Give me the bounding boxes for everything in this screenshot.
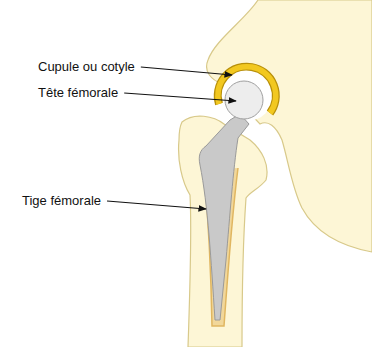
femoral-stem	[199, 114, 249, 320]
leader-arrow	[107, 201, 206, 209]
part-label: Cupule ou cotyle	[38, 59, 135, 75]
leader-arrow	[124, 93, 236, 101]
leader-arrow	[141, 67, 232, 75]
part-label: Tige fémorale	[22, 193, 101, 209]
femoral-head	[225, 81, 263, 119]
part-label: Tête fémorale	[38, 85, 118, 101]
